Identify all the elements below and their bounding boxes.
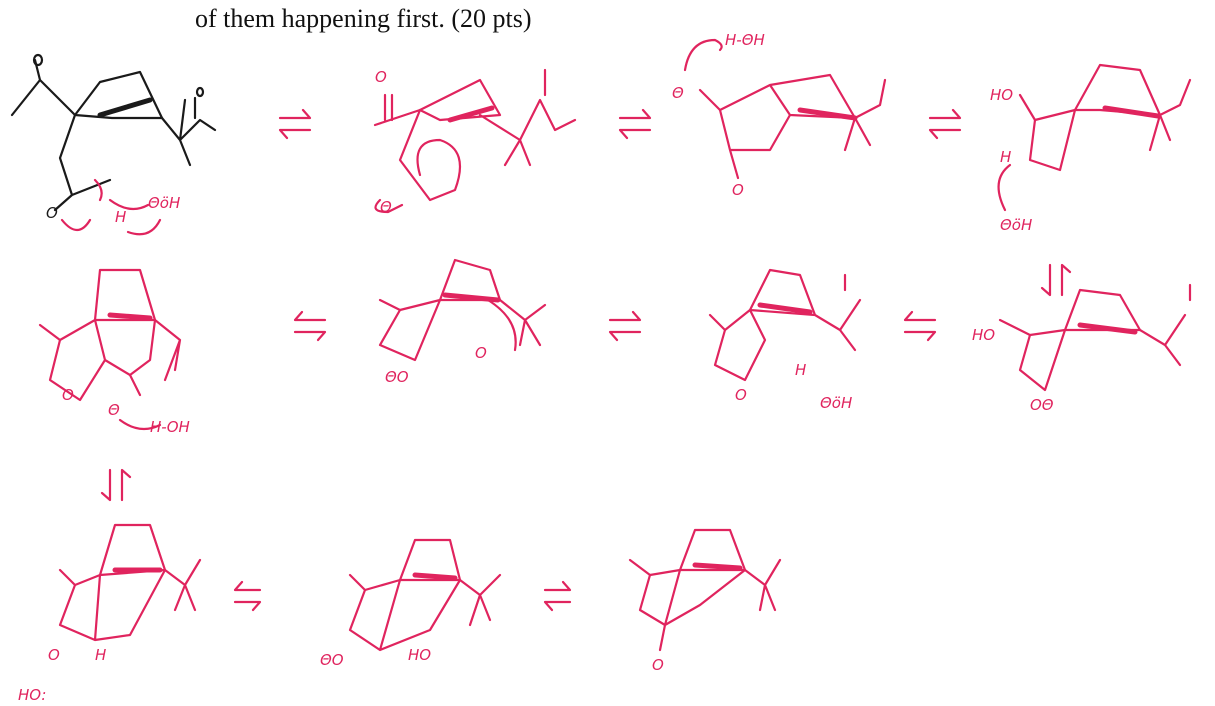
label-o-minus-3: Θ bbox=[672, 84, 684, 102]
equilibrium-arrow-8 bbox=[100, 468, 132, 502]
label-o: O bbox=[46, 204, 58, 222]
equilibrium-arrow-9 bbox=[233, 580, 262, 612]
label-ho-10: HO bbox=[408, 646, 431, 664]
label-o-minus-2: Θ bbox=[380, 198, 392, 216]
label-o-minus-8: OΘ bbox=[1030, 396, 1054, 414]
label-h-7: H bbox=[795, 361, 806, 379]
label-o-6: O bbox=[475, 344, 487, 362]
label-o-5: O bbox=[62, 386, 74, 404]
label-hydroxide-7: ΘöH bbox=[820, 394, 852, 412]
structure-4-alcohol: HO H ΘöH bbox=[990, 63, 1192, 234]
structure-3-alkoxide: H-ΘH Θ O bbox=[672, 31, 887, 199]
label-o-9: O bbox=[48, 646, 60, 664]
structure-11-final-product: O bbox=[628, 528, 782, 674]
equilibrium-arrow-3 bbox=[928, 108, 962, 140]
label-h: H bbox=[115, 208, 126, 226]
equilibrium-arrow-5 bbox=[293, 310, 327, 342]
equilibrium-arrow-1 bbox=[278, 108, 312, 140]
structure-9-hemiketal: O H HO: bbox=[18, 523, 202, 704]
label-ho-colon-9: HO: bbox=[18, 686, 46, 704]
label-o-minus-10: ΘO bbox=[320, 651, 344, 669]
equilibrium-arrow-4 bbox=[1040, 263, 1072, 297]
page-title: of them happening first. (20 pts) bbox=[195, 4, 532, 33]
structure-8-enolate: HO OΘ bbox=[972, 283, 1192, 414]
label-o-3: O bbox=[732, 181, 744, 199]
structure-1-starting-material: O ΘöH H bbox=[10, 53, 217, 236]
label-oh-minus: ΘöH bbox=[148, 194, 180, 212]
label-o-7: O bbox=[735, 386, 747, 404]
label-hydroxide-4: ΘöH bbox=[1000, 216, 1032, 234]
label-o-minus-5: Θ bbox=[108, 401, 120, 419]
label-h-oh-top: H-ΘH bbox=[725, 31, 765, 49]
structure-6-enolate: ΘO O bbox=[378, 258, 547, 386]
label-o-top: O bbox=[375, 68, 387, 86]
label-hho-9: H bbox=[95, 646, 106, 664]
equilibrium-arrow-6 bbox=[608, 310, 642, 342]
structure-5-cyclization-product: O Θ H-OH bbox=[38, 268, 190, 436]
label-h-4: H bbox=[1000, 148, 1011, 166]
label-o-11: O bbox=[652, 656, 664, 674]
equilibrium-arrow-10 bbox=[543, 580, 572, 612]
label-ho-8: HO bbox=[972, 326, 995, 344]
structure-2-enolate: O Θ bbox=[373, 68, 577, 216]
label-ho-4: HO bbox=[990, 86, 1013, 104]
label-h-oh-5: H-OH bbox=[150, 418, 190, 436]
equilibrium-arrow-2 bbox=[618, 108, 652, 140]
equilibrium-arrow-7 bbox=[903, 310, 937, 342]
structure-10-enolate: ΘO HO bbox=[320, 538, 502, 669]
label-o-minus-6: ΘO bbox=[385, 368, 409, 386]
structure-7-diketone: O H ΘöH bbox=[708, 268, 862, 412]
